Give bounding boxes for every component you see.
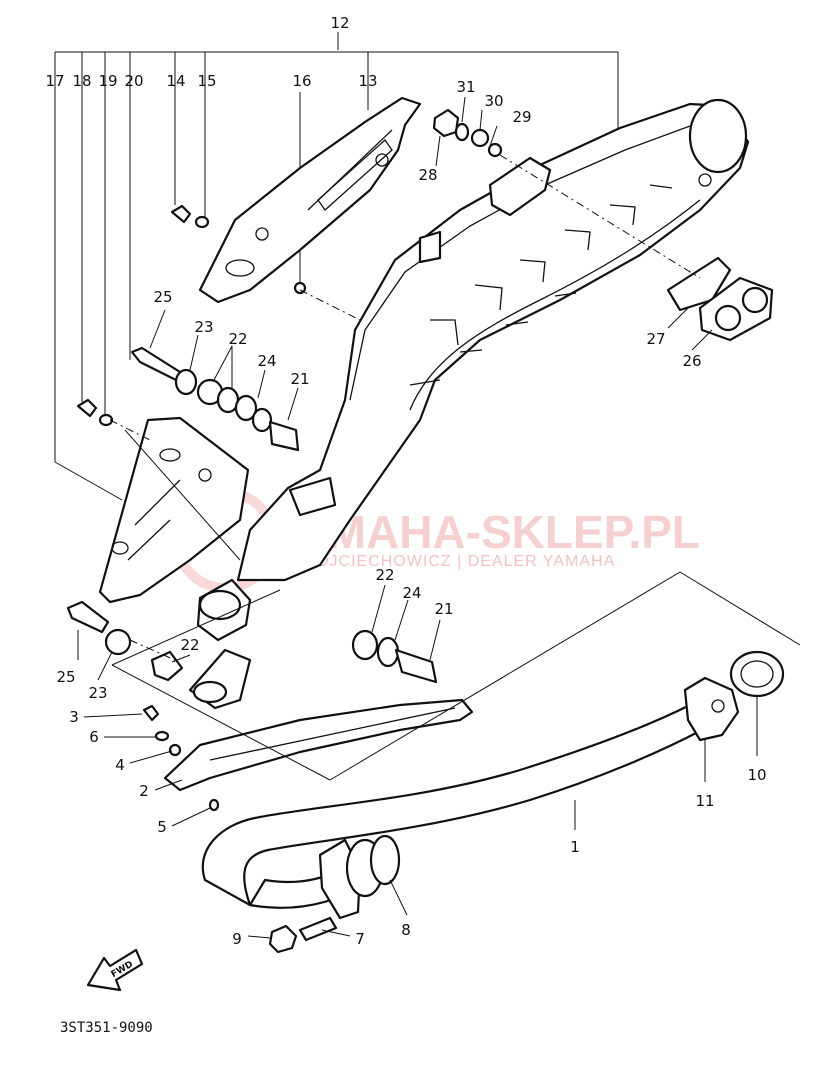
callouts: 12 17 18 19 20 14 15 16 13 31 30 29 28 2…: [45, 14, 766, 948]
callout-16: 16: [292, 72, 311, 90]
heat-protector-13: [198, 96, 422, 304]
callout-18: 18: [72, 72, 91, 90]
leader-lines: [77, 96, 758, 939]
flange-8: [318, 834, 401, 920]
callout-20: 20: [124, 72, 143, 90]
callout-25-lower: 25: [56, 668, 75, 686]
callout-23-upper: 23: [194, 318, 213, 336]
fwd-arrow-icon: FWD: [86, 948, 144, 992]
callout-13: 13: [358, 72, 377, 90]
callout-21-right: 21: [434, 600, 453, 618]
callout-6: 6: [89, 728, 99, 746]
callout-24-right: 24: [402, 584, 421, 602]
callout-11: 11: [695, 792, 714, 810]
callout-1: 1: [570, 838, 580, 856]
callout-2: 2: [139, 782, 149, 800]
callout-7: 7: [355, 930, 365, 948]
callout-8: 8: [401, 921, 411, 939]
callout-28: 28: [418, 166, 437, 184]
watermark-dealer: WOJCIECHOWICZ | DEALER YAMAHA: [300, 553, 615, 570]
joint-10: [729, 650, 785, 698]
callout-17: 17: [45, 72, 64, 90]
callout-22-right: 22: [375, 566, 394, 584]
muffler: [188, 98, 750, 710]
callout-19: 19: [98, 72, 117, 90]
callout-26: 26: [682, 352, 701, 370]
callout-24-upper: 24: [257, 352, 276, 370]
catalog-code: 3ST351-9090: [60, 1020, 153, 1036]
callout-22-upper: 22: [228, 330, 247, 348]
callout-21-upper: 21: [290, 370, 309, 388]
clamp-11: [683, 676, 740, 742]
callout-29: 29: [512, 108, 531, 126]
callout-12: 12: [330, 14, 349, 32]
callout-14: 14: [166, 72, 185, 90]
alignment-lines: [109, 154, 801, 781]
callout-15: 15: [197, 72, 216, 90]
callout-27: 27: [646, 330, 665, 348]
heat-protector-side: [98, 416, 250, 604]
callout-10: 10: [747, 766, 766, 784]
hardware: [66, 108, 503, 954]
callout-23-lower: 23: [88, 684, 107, 702]
pipe-guard-2: [163, 698, 474, 792]
damper-26: [698, 276, 774, 342]
callout-30: 30: [484, 92, 503, 110]
callout-4: 4: [115, 756, 125, 774]
callout-9: 9: [232, 930, 242, 948]
callout-31: 31: [456, 78, 475, 96]
callout-5: 5: [157, 818, 167, 836]
callout-25-upper: 25: [153, 288, 172, 306]
callout-3: 3: [69, 708, 79, 726]
bracket-27: [666, 256, 732, 312]
callout-22-lower: 22: [180, 636, 199, 654]
